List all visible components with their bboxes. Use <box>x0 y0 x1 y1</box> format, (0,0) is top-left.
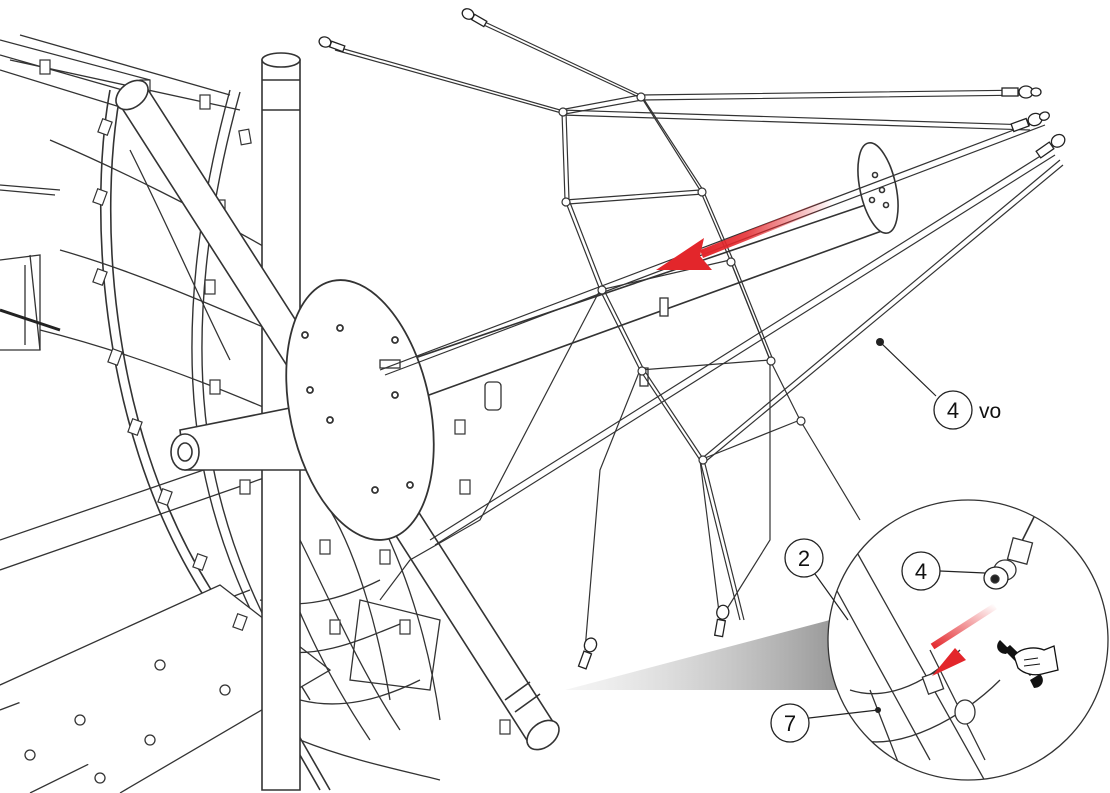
magnifier-detail <box>565 499 1109 781</box>
detail-clamp-number: 7 <box>784 711 796 736</box>
rope-callout-suffix: vo <box>979 400 1001 423</box>
rope-callout-number: 4 <box>947 398 959 423</box>
detail-callout-clamp: 7 <box>770 703 881 743</box>
detail-connector-number: 4 <box>915 559 927 584</box>
detail-callout-post: 2 <box>784 538 849 621</box>
rope-net <box>329 14 1064 651</box>
rope-callout: 4 vo <box>876 338 1001 430</box>
red-direction-arrow <box>656 198 833 270</box>
wrench-hand-icon <box>997 640 1059 688</box>
rope-end-shackles <box>318 8 1066 670</box>
detail-callout-connector: 4 <box>901 551 986 591</box>
frame-connectors <box>39 59 511 735</box>
rope-net-nodes <box>558 92 806 465</box>
center-disc <box>285 279 435 541</box>
detail-post-number: 2 <box>798 546 810 571</box>
panel-hole-markers <box>24 659 231 784</box>
